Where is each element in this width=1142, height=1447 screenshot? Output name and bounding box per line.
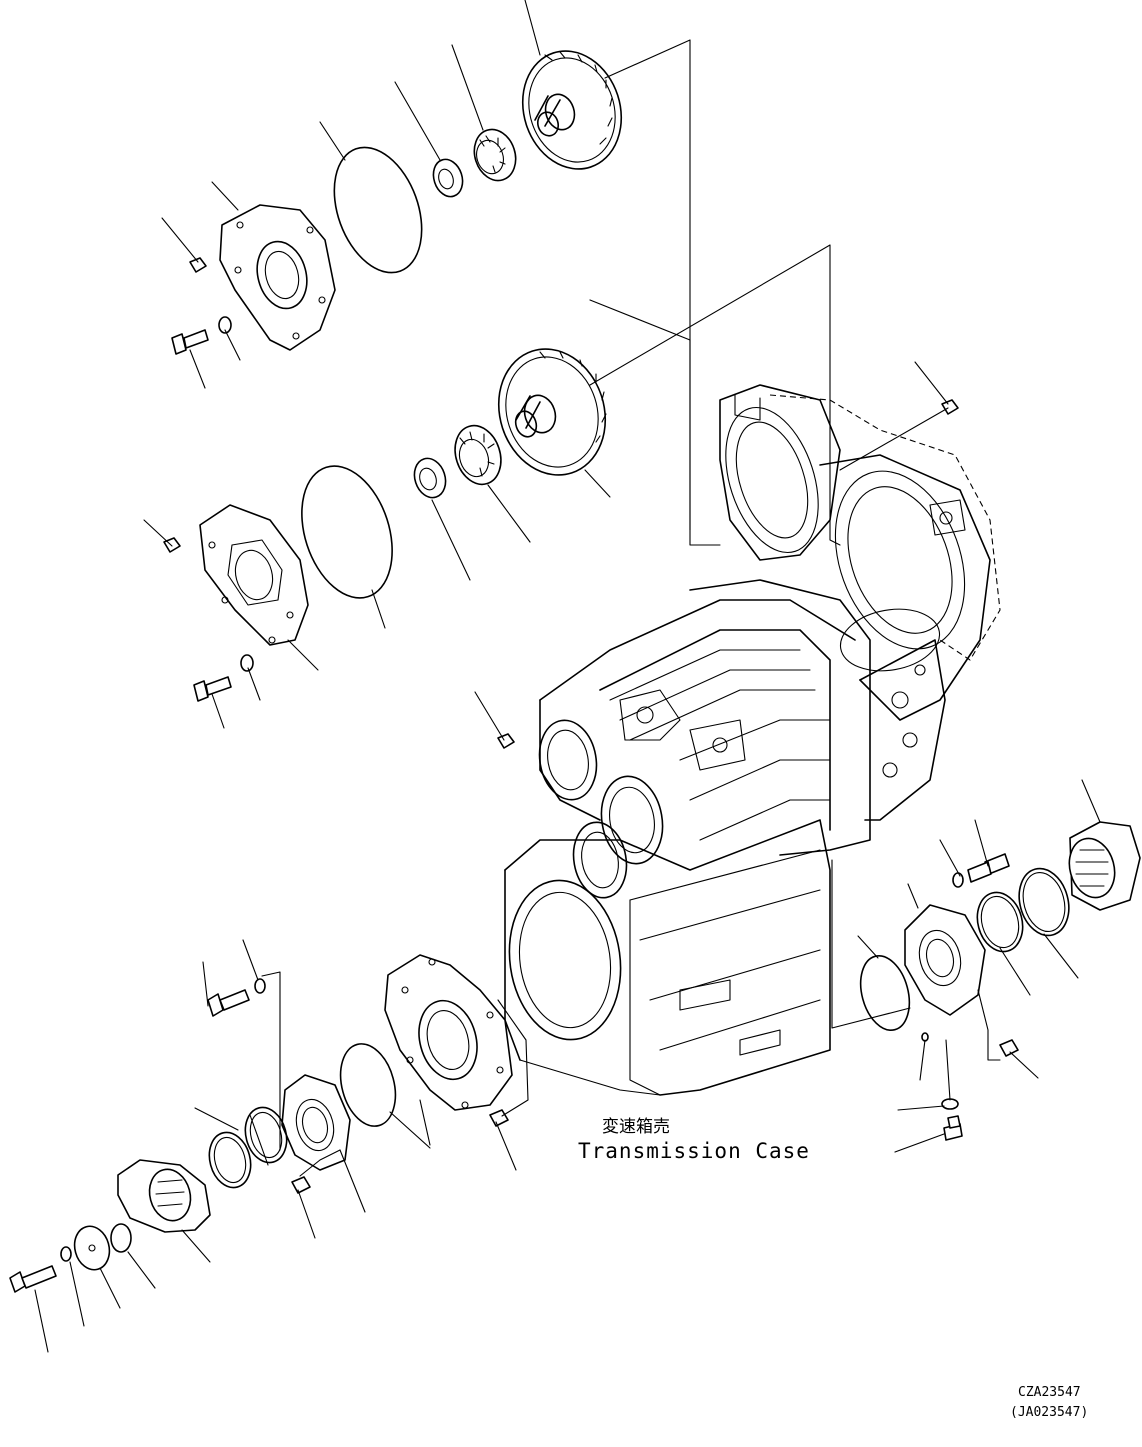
middle-gear-assembly bbox=[163, 348, 607, 702]
middle-gear bbox=[497, 348, 607, 476]
upper-seal bbox=[432, 158, 464, 198]
case-caption: 変速箱売 Transmission Case bbox=[578, 1117, 810, 1163]
lower-dowel-pin-a bbox=[489, 1109, 509, 1127]
top-right-dowel-pin bbox=[941, 399, 959, 415]
right-seal-ring bbox=[1018, 867, 1070, 937]
right-dust-seal bbox=[976, 891, 1024, 953]
upper-bearing bbox=[473, 128, 517, 182]
right-yoke bbox=[1068, 821, 1141, 911]
lower-retainer bbox=[281, 1074, 351, 1171]
upper-cover-plate bbox=[219, 204, 336, 351]
middle-lock-washer bbox=[240, 654, 254, 672]
lower-left-assembly bbox=[9, 954, 513, 1293]
right-lock-washer bbox=[952, 872, 964, 888]
lower-flange-lock-washer bbox=[254, 978, 266, 994]
drawing-code-main: CZA23547 bbox=[1018, 1385, 1081, 1400]
upper-dowel-pin bbox=[189, 257, 207, 273]
lower-end-lock-washer bbox=[60, 1246, 72, 1262]
middle-bearing bbox=[454, 424, 502, 486]
lower-end-washer bbox=[73, 1225, 111, 1271]
upper-gear-assembly bbox=[171, 50, 623, 355]
lower-seal-ring bbox=[208, 1131, 252, 1189]
lower-flange-bolt bbox=[207, 989, 250, 1017]
leader-lines bbox=[34, 0, 1101, 1353]
drawing-codes: CZA23547 (JA023547) bbox=[1010, 1385, 1088, 1420]
lower-end-bolt bbox=[9, 1265, 57, 1293]
upper-o-ring bbox=[333, 146, 423, 274]
right-dowel-pin bbox=[999, 1039, 1019, 1057]
lower-o-ring bbox=[339, 1043, 397, 1127]
middle-dowel-pin bbox=[163, 537, 181, 553]
case-dowel-pin bbox=[497, 733, 515, 749]
caption-english: Transmission Case bbox=[578, 1139, 810, 1163]
upper-gear bbox=[521, 50, 623, 170]
lower-dust-seal bbox=[244, 1106, 288, 1164]
right-bolt bbox=[967, 853, 1010, 883]
middle-o-ring bbox=[301, 465, 393, 599]
caption-chinese: 変速箱売 bbox=[602, 1117, 670, 1137]
lower-small-o-ring bbox=[110, 1223, 132, 1253]
lower-gasket-plate bbox=[384, 954, 513, 1111]
upper-bolt bbox=[171, 329, 209, 355]
right-o-ring bbox=[859, 955, 911, 1031]
lower-dowel-pin-b bbox=[291, 1176, 311, 1194]
lower-yoke bbox=[117, 1159, 211, 1233]
upper-lock-washer bbox=[218, 316, 232, 334]
middle-cover-plate bbox=[199, 504, 309, 646]
middle-bolt bbox=[193, 676, 232, 702]
transmission-case bbox=[504, 384, 1001, 1096]
middle-seal bbox=[413, 457, 447, 499]
right-retainer bbox=[904, 904, 986, 1016]
drawing-code-sub: (JA023547) bbox=[1010, 1405, 1088, 1420]
right-output-assembly bbox=[859, 821, 1141, 1141]
